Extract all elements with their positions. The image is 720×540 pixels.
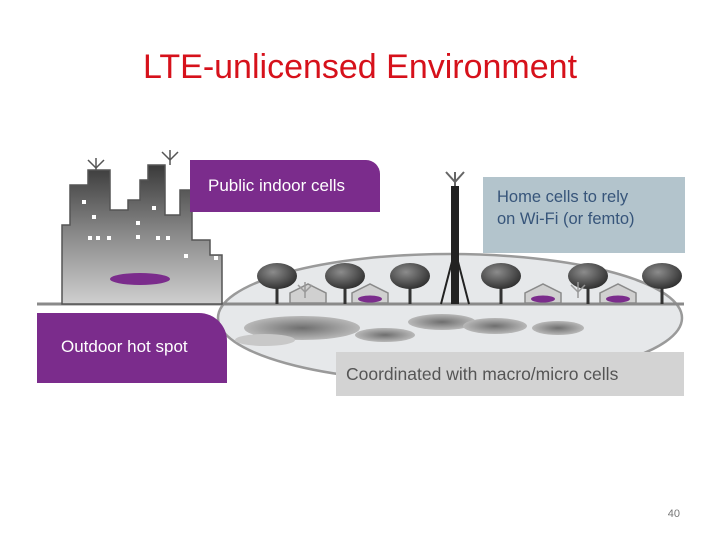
home-cells-label: Home cells to rely on Wi-Fi (or femto) (483, 177, 685, 253)
city-buildings (61, 150, 223, 305)
small-cell-coverage-blobs (235, 314, 584, 346)
indoor-cell-marker (110, 273, 170, 285)
page-number: 40 (667, 508, 680, 520)
slide-title: LTE-unlicensed Environment (142, 48, 578, 86)
coordinated-label: Coordinated with macro/micro cells (336, 352, 684, 396)
home-cells-line-1: Home cells to rely (497, 188, 629, 206)
outdoor-hot-spot-text: Outdoor hot spot (61, 337, 188, 356)
coordinated-text: Coordinated with macro/micro cells (346, 364, 619, 384)
trees (257, 263, 682, 304)
small-antennas (297, 282, 586, 298)
home-cells-line-2: on Wi-Fi (or femto) (497, 210, 635, 228)
public-indoor-cells-label: Public indoor cells (190, 160, 380, 212)
public-indoor-cells-text: Public indoor cells (208, 176, 346, 195)
macro-tower (440, 171, 470, 305)
home-cell-markers (358, 295, 630, 303)
outdoor-hot-spot-label: Outdoor hot spot (37, 313, 227, 383)
